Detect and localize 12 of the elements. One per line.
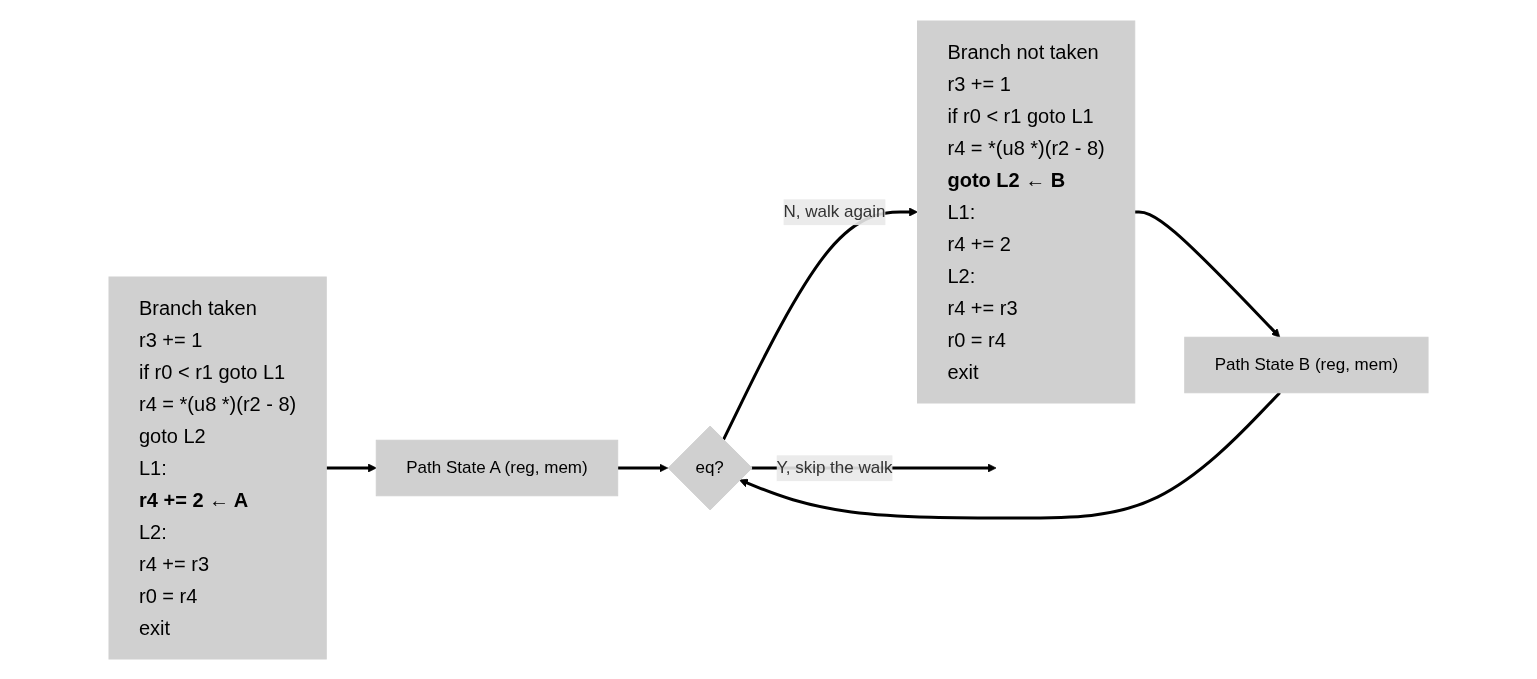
arrow (326, 463, 377, 472)
node-box: Branch taken r3 += 1 if r0 < r1 goto L1 r4 = *(u8 *)(r2 - 8) goto L2 L1: r4 += 2 ← A L2: r4 += r3 r0 = r4 exit (108, 276, 327, 659)
arrow (1134, 210, 1281, 338)
node-box: Path State B (reg, mem) (1184, 336, 1429, 393)
node-box: Path State A (reg, mem) (375, 439, 619, 496)
edge-label: Y, skip the walk (776, 457, 893, 477)
arrow (722, 207, 918, 440)
node-box: Branch not taken r3 += 1 if r0 < r1 goto L1 r4 = *(u8 *)(r2 - 8) goto L2 ← B L1: r4 += 2 L2: r4 += r3 r0 = r4 exit (916, 20, 1136, 403)
arrow (617, 463, 669, 472)
edge-label: N, walk again (783, 201, 886, 221)
arrow (739, 391, 1281, 519)
node-diamond: eq? (667, 425, 753, 510)
